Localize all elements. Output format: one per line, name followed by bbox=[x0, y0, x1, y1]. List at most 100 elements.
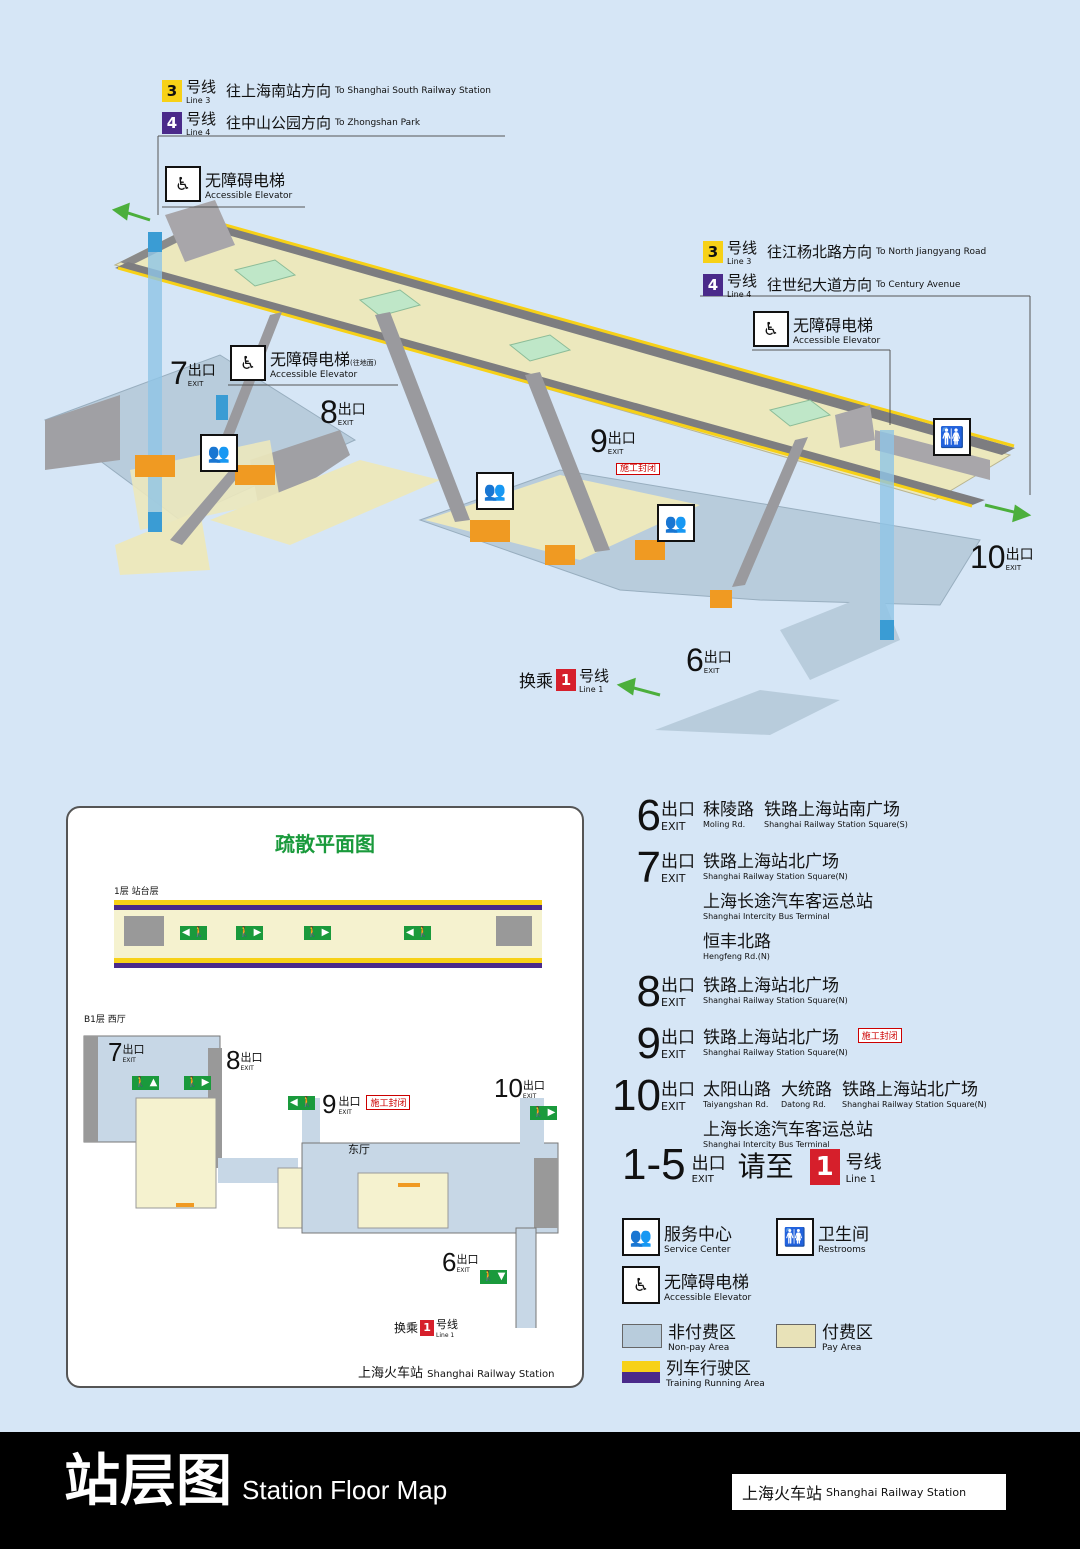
closed-badge: 施工封闭 bbox=[366, 1095, 411, 1110]
b1-label: B1层 西厅 bbox=[84, 1015, 126, 1025]
exit-number: 8 bbox=[636, 967, 661, 1016]
track-swatch bbox=[622, 1360, 660, 1383]
exit-arrow-right-icon: 🚶 ▶ bbox=[530, 1106, 558, 1120]
exit-arrow-left-icon: ◀ 🚶 bbox=[288, 1096, 316, 1110]
line4-badge: 4 bbox=[162, 111, 182, 134]
isometric-station-diagram bbox=[43, 135, 1032, 735]
elevator-shaft-west bbox=[148, 232, 162, 532]
evacuation-plan-panel: 疏散平面图 1层 站台层 ◀ 🚶 🚶 ▶ 🚶 ▶ ◀ 🚶 B1层 西厅 bbox=[66, 806, 584, 1388]
track-south bbox=[115, 262, 985, 506]
nonpay-swatch bbox=[622, 1323, 662, 1348]
floor1-label: 1层 站台层 bbox=[114, 887, 159, 897]
escalator-3 bbox=[525, 372, 610, 552]
line3-badge: 3 bbox=[703, 240, 723, 263]
accessible-elevator-icon: ♿ bbox=[753, 311, 789, 347]
exit-arrow-left-icon: ◀ 🚶 bbox=[180, 926, 208, 940]
elevator-shaft-east bbox=[880, 430, 894, 640]
escalator-4 bbox=[732, 437, 808, 587]
closed-badge: 施工封闭 bbox=[857, 1028, 902, 1043]
restroom-icon: 🚻 bbox=[776, 1218, 814, 1256]
platform-plan: ◀ 🚶 🚶 ▶ 🚶 ▶ ◀ 🚶 bbox=[114, 900, 542, 968]
exit-arrow-up-icon: 🚶 ▲ bbox=[132, 1076, 160, 1090]
closed-badge: 施工封闭 bbox=[616, 463, 661, 475]
exit-number: 9 bbox=[636, 1019, 661, 1068]
east-hall-label: 东厅 bbox=[348, 1143, 370, 1156]
exit-arrow-right-icon: 🚶 ▶ bbox=[304, 926, 332, 940]
exit-arrow-left-icon: ◀ 🚶 bbox=[404, 926, 432, 940]
line4-badge: 4 bbox=[703, 273, 723, 296]
accessible-elevator-icon: ♿ bbox=[165, 166, 201, 202]
exit-number: 7 bbox=[636, 843, 661, 892]
service-center-icon: 👥 bbox=[657, 504, 695, 542]
restroom-icon: 🚻 bbox=[933, 418, 971, 456]
accessible-elevator-icon: ♿ bbox=[622, 1266, 660, 1304]
exit-arrow-right-icon: 🚶 ▶ bbox=[236, 926, 264, 940]
line1-badge: 1 bbox=[556, 668, 576, 691]
footer-bar: 站层图 Station Floor Map 上海火车站 Shanghai Rai… bbox=[0, 1432, 1080, 1549]
exit-number: 6 bbox=[636, 791, 661, 840]
exit-number: 10 bbox=[612, 1071, 661, 1120]
escalator-2 bbox=[375, 312, 470, 522]
line3-badge: 3 bbox=[162, 79, 182, 102]
elevator-label-ground: ♿ 无障碍电梯(往地面)Accessible Elevator bbox=[230, 345, 376, 381]
exit-arrow-right-icon: 🚶 ▶ bbox=[184, 1076, 212, 1090]
east-pay-area bbox=[425, 475, 700, 560]
track-north bbox=[175, 214, 1015, 455]
panel-station-name: 上海火车站 Shanghai Railway Station bbox=[358, 1366, 555, 1381]
exit-arrow-down-icon: 🚶 ▼ bbox=[480, 1270, 508, 1284]
accessible-elevator-icon: ♿ bbox=[230, 345, 266, 381]
footer-station-box: 上海火车站 Shanghai Railway Station bbox=[732, 1474, 1006, 1510]
service-center-icon: 👥 bbox=[622, 1218, 660, 1256]
b1-plan-svg bbox=[83, 1035, 559, 1328]
panel-title: 疏散平面图 bbox=[275, 832, 375, 856]
